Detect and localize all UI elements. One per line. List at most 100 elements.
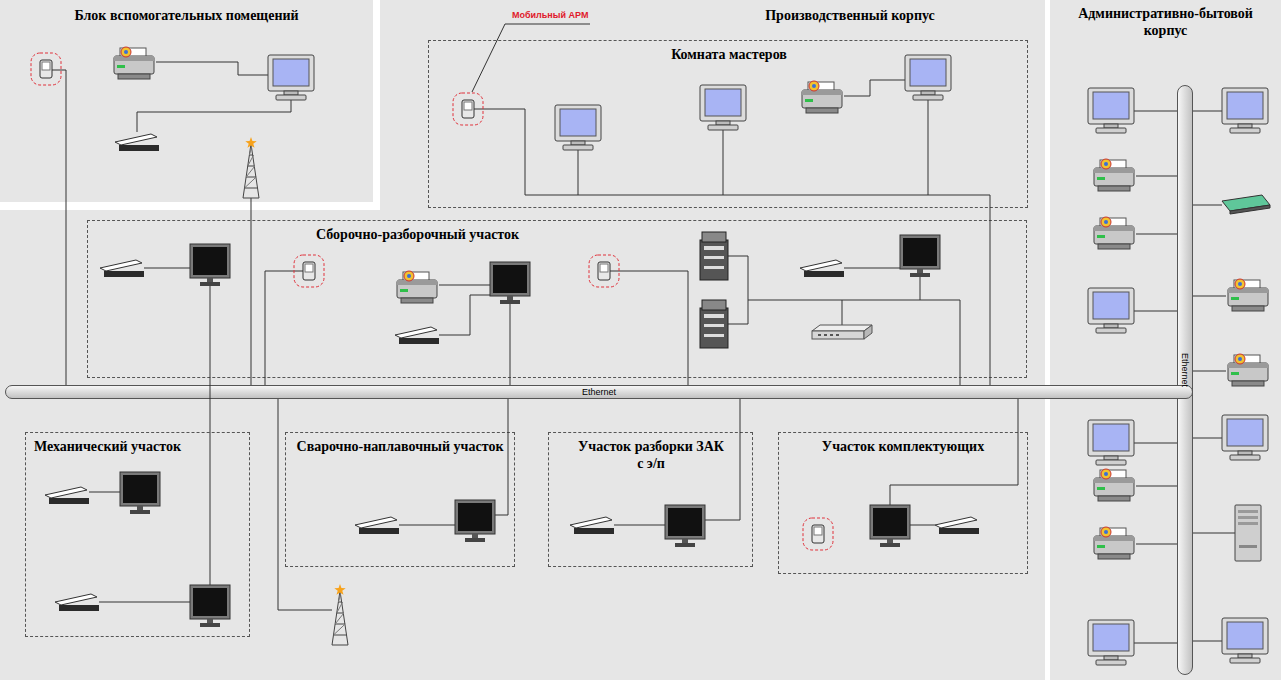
terminal-monitor — [190, 244, 230, 286]
mobile-terminal — [803, 518, 833, 550]
zone-title: Административно-бытовой корпус — [1078, 0, 1253, 40]
building-outline — [0, 0, 1045, 680]
network-cable — [578, 150, 579, 195]
computer-monitor — [1088, 88, 1134, 133]
bus-label: Ethernet — [6, 386, 1192, 398]
network-cable — [1193, 111, 1222, 112]
scanner-icon — [1222, 195, 1270, 214]
network-cable — [495, 399, 508, 515]
network-cable — [920, 277, 921, 300]
terminal-monitor — [900, 235, 940, 277]
computer-monitor — [1088, 288, 1134, 333]
building-outline — [0, 0, 1045, 680]
terminal-monitor — [490, 262, 530, 304]
computer-monitor — [1088, 620, 1134, 665]
zone-title: Комната мастеров — [429, 41, 1029, 64]
network-cable — [844, 268, 900, 269]
network-cable — [614, 525, 665, 526]
printer-icon — [1094, 469, 1134, 501]
terminal-monitor — [120, 472, 160, 514]
printer-icon — [397, 271, 437, 303]
building-region: Производственный корпусКомната мастеровС… — [0, 0, 1045, 680]
network-cable — [510, 304, 511, 385]
network-cable — [890, 399, 1018, 505]
building-block: Блок вспомогательных помещений — [0, 0, 373, 202]
mfp-icon — [700, 300, 728, 348]
printer-icon — [802, 81, 842, 113]
scanner-icon — [55, 594, 99, 611]
network-cable — [723, 130, 724, 195]
network-cable — [1193, 438, 1222, 439]
network-cable — [251, 198, 252, 385]
scanner-icon — [935, 517, 979, 534]
radio-antenna — [243, 137, 259, 198]
mobile-terminal — [589, 255, 619, 287]
network-cable — [472, 24, 590, 92]
network-cable — [137, 100, 291, 132]
network-cable — [1134, 311, 1177, 312]
scanner-icon — [355, 517, 399, 534]
network-cable — [1134, 111, 1177, 112]
network-cable — [842, 300, 843, 325]
bus-label: Ethernet — [1179, 340, 1191, 400]
network-cable — [156, 62, 268, 75]
radio-antenna — [332, 584, 348, 645]
terminal-monitor — [665, 505, 705, 547]
computer-monitor — [1222, 618, 1268, 663]
network-cable — [265, 271, 303, 385]
printer-icon — [1228, 279, 1268, 311]
server-icon — [1235, 505, 1261, 561]
callout-label: Мобильный АРМ — [512, 10, 588, 21]
network-cable — [52, 70, 66, 385]
mobile-terminal — [31, 53, 61, 85]
computer-monitor — [268, 55, 314, 100]
network-cable — [844, 80, 905, 96]
network-cable — [439, 295, 490, 335]
network-cable — [1136, 544, 1177, 545]
mobile-terminal — [453, 93, 483, 125]
zone-title: Участок разборки ЗАК с э/п — [576, 433, 726, 473]
network-cable — [928, 100, 929, 195]
printer-icon — [1094, 159, 1134, 191]
network-cable — [1136, 234, 1177, 235]
printer-icon — [1094, 217, 1134, 249]
network-cable — [1193, 533, 1235, 534]
zone-title: Блок вспомогательных помещений — [0, 0, 373, 25]
computer-monitor — [905, 55, 951, 100]
mfp-icon — [700, 232, 728, 280]
ethernet-bus: Ethernet — [5, 385, 1193, 399]
network-switch — [812, 325, 872, 339]
network-cable — [910, 525, 935, 526]
network-cable — [1134, 643, 1177, 644]
network-cable — [89, 492, 120, 493]
computer-monitor — [555, 105, 601, 150]
network-cable — [1193, 371, 1226, 372]
workshop-zone: Участок комплектующих — [778, 432, 1028, 574]
network-cable — [144, 268, 190, 269]
network-cable — [439, 285, 490, 286]
network-cable — [99, 602, 190, 603]
network-cable — [748, 300, 960, 385]
zone-title: Механический участок — [34, 433, 234, 456]
network-cable — [705, 399, 740, 520]
zone-title: Сборочно-разборочный участок — [316, 221, 576, 244]
printer-icon — [1094, 527, 1134, 559]
network-cable — [1136, 176, 1177, 177]
printer-icon — [1228, 354, 1268, 386]
terminal-monitor — [455, 500, 495, 542]
scanner-icon — [115, 134, 159, 151]
computer-monitor — [1088, 420, 1134, 465]
scanner-icon — [45, 487, 89, 504]
network-cable — [1134, 443, 1177, 444]
network-cable — [399, 525, 455, 526]
scanner-icon — [800, 260, 844, 277]
network-cable — [1193, 641, 1222, 642]
network-cable — [210, 286, 211, 585]
zone-title: Участок комплектующих — [779, 433, 1027, 456]
ethernet-bus: Ethernet — [1177, 85, 1193, 675]
network-cable — [1193, 296, 1226, 297]
network-cable — [728, 256, 748, 324]
zone-title: Сварочно-наплавочный участок — [291, 433, 509, 456]
computer-monitor — [1222, 88, 1268, 133]
